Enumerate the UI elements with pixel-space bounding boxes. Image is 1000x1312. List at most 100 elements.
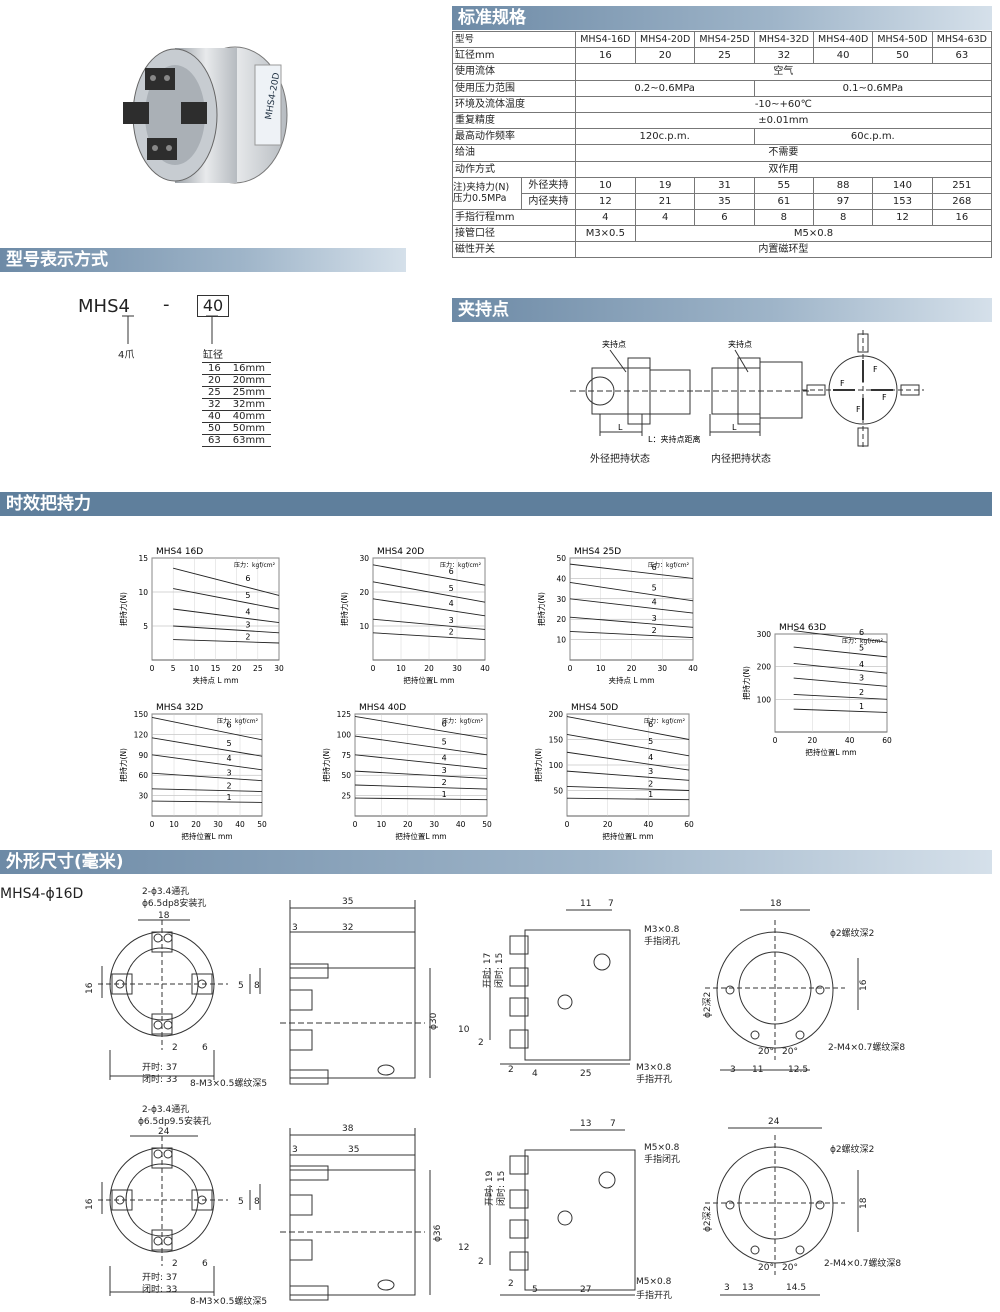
cell: MHS4-25D <box>694 30 755 49</box>
dim-text: 14.5 <box>786 1283 806 1293</box>
x-tick-label: 0 <box>565 820 570 829</box>
x-tick-label: 10 <box>596 664 606 673</box>
series-label: 4 <box>227 754 232 763</box>
spec-row-fluid: 使用流体空气 <box>452 63 993 81</box>
dim-text: 16 <box>85 1198 95 1210</box>
x-tick-label: 0 <box>371 664 376 673</box>
x-tick-label: 40 <box>845 736 855 745</box>
dim-text: 闭时: 15 <box>495 1171 507 1206</box>
series-line <box>173 567 280 596</box>
y-tick-label: 10 <box>138 588 148 597</box>
x-axis-label: 夹持点 L mm <box>608 675 654 685</box>
x-axis-label: 把持位置L mm <box>395 831 446 840</box>
y-tick-label: 10 <box>359 622 369 631</box>
x-tick-label: 40 <box>688 664 698 673</box>
chart-title: MHS4 40D <box>359 703 406 713</box>
dim-text: 20° <box>758 1263 774 1273</box>
series-line <box>569 616 694 628</box>
series-label: 2 <box>449 628 454 637</box>
chart-title: MHS4 32D <box>156 703 203 713</box>
y-tick-label: 50 <box>553 787 563 796</box>
dim-text: 16 <box>85 982 95 994</box>
x-tick-label: 30 <box>429 820 439 829</box>
y-tick-label: 30 <box>556 595 566 604</box>
dim-text: 手指开孔 <box>636 1073 672 1085</box>
series-label: 3 <box>227 768 232 777</box>
series-label: 5 <box>442 737 447 746</box>
dim-text: 11 <box>580 899 591 909</box>
dim-text: 闭时: 15 <box>493 953 505 988</box>
dim-text: 20° <box>782 1047 798 1057</box>
dim-text: 2-ϕ3.4通孔 <box>142 886 189 897</box>
cell: MHS4-40D <box>812 30 874 49</box>
chart-title: MHS4 25D <box>574 547 621 557</box>
inner-caption: 内径把持状态 <box>711 454 771 465</box>
series-label: 5 <box>449 584 454 593</box>
y-tick-label: 100 <box>549 761 564 770</box>
series-line <box>569 582 694 602</box>
dim-text: 开时: 37 <box>142 1271 177 1283</box>
series-label: 6 <box>245 574 250 583</box>
dim-text: 18 <box>770 899 782 909</box>
dim-text: 6 <box>202 1043 208 1053</box>
x-axis-label: 把持位置L mm <box>181 831 232 840</box>
x-tick-label: 20 <box>627 664 637 673</box>
dim-text: 3 <box>724 1283 730 1293</box>
series-line <box>793 630 888 643</box>
F-label: F <box>873 365 878 374</box>
x-tick-label: 40 <box>644 820 654 829</box>
x-tick-label: 10 <box>190 664 200 673</box>
dim-text: 8 <box>254 981 260 991</box>
dim-text: 5 <box>532 1285 538 1295</box>
series-line <box>354 754 488 770</box>
series-label: 5 <box>652 584 657 593</box>
section-model-title: 型号表示方式 <box>0 248 406 272</box>
pressure-note: 压力：kgf/cm² <box>648 561 690 569</box>
series-label: 2 <box>648 780 653 789</box>
series-line <box>566 716 690 740</box>
series-line <box>372 618 486 630</box>
dim-text: 2-ϕ3.4通孔 <box>142 1104 189 1115</box>
y-axis-label: 把持力(N) <box>536 592 546 626</box>
cell: MHS4-32D <box>753 30 814 49</box>
dim-text: 2 <box>508 1065 514 1075</box>
outer-caption: 外径把持状态 <box>590 454 650 465</box>
series-line <box>151 716 263 741</box>
dim-text: 闭时: 33 <box>142 1073 177 1085</box>
dim-text: 20° <box>782 1263 798 1273</box>
x-tick-label: 40 <box>235 820 245 829</box>
series-line <box>569 630 694 639</box>
chart-title: MHS4 63D <box>779 623 826 633</box>
series-line <box>372 564 486 586</box>
series-line <box>354 770 488 779</box>
x-tick-label: 30 <box>213 820 223 829</box>
series-line <box>793 646 888 658</box>
x-tick-label: 20 <box>232 664 242 673</box>
series-label: 2 <box>245 632 250 641</box>
pressure-note: 压力：kgf/cm² <box>234 561 276 569</box>
series-label: 6 <box>442 720 447 729</box>
model-prefix: MHS4 <box>78 296 130 317</box>
dim-text: 2 <box>478 1257 484 1267</box>
series-line <box>793 677 888 687</box>
dims-model-label: MHS4-ϕ16D <box>0 886 84 902</box>
dim-text: 闭时: 33 <box>142 1283 177 1295</box>
dim-text: 5 <box>238 1197 244 1207</box>
series-line <box>173 625 280 634</box>
y-tick-label: 100 <box>757 695 772 704</box>
dim-text: 8-M3×0.5螺纹深5 <box>190 1077 267 1089</box>
series-label: 4 <box>442 753 447 762</box>
series-line <box>354 716 488 739</box>
section-spec-title: 标准规格 <box>452 6 992 30</box>
dim-text: 11 <box>752 1065 763 1075</box>
y-tick-label: 50 <box>341 771 351 780</box>
series-line <box>173 588 280 610</box>
series-label: 4 <box>652 598 657 607</box>
series-line <box>569 598 694 614</box>
